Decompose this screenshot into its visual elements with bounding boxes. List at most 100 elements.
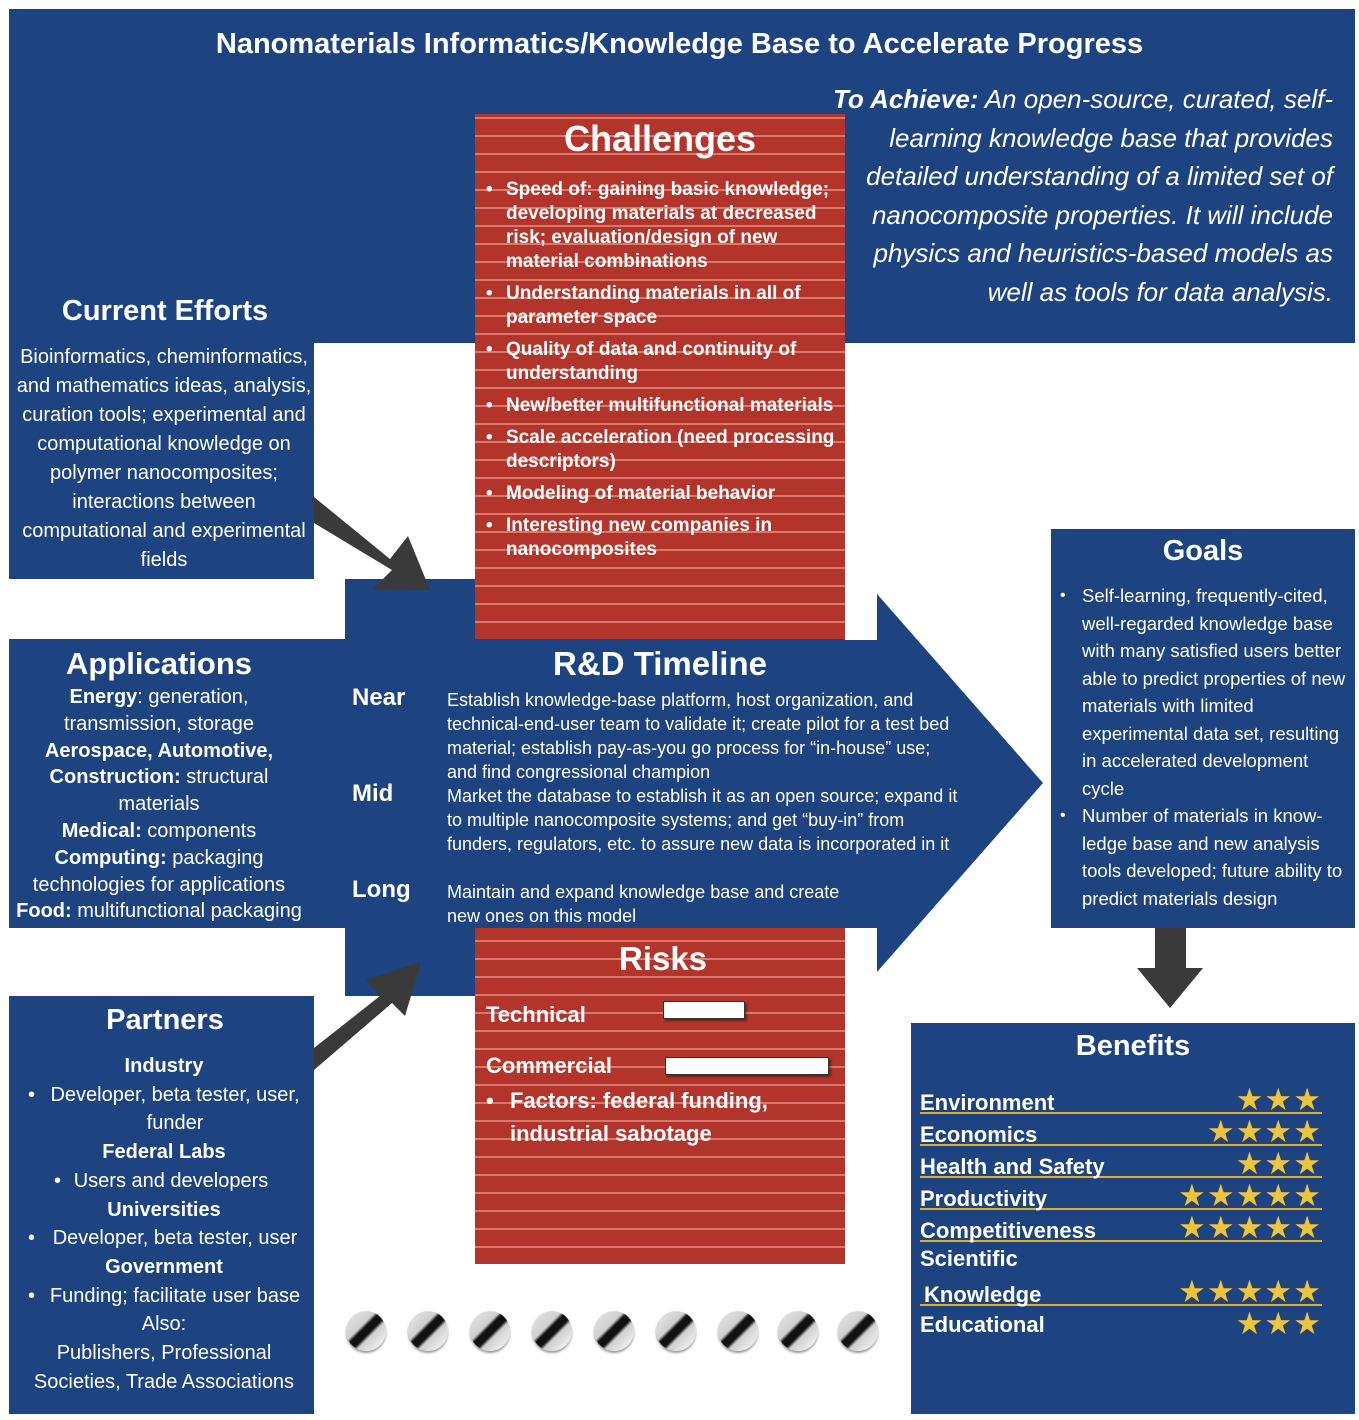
benefit-stars: ★★★★★	[1178, 1274, 1322, 1309]
to-achieve-lead: To Achieve:	[833, 84, 979, 114]
partners-list: Industry •Developer, beta tester, user, …	[16, 1052, 312, 1396]
partners-arrow	[314, 962, 421, 1070]
risk-factors-text: Factors: federal funding, industrial sab…	[510, 1088, 768, 1146]
achieve-panel	[845, 9, 1355, 343]
risks-brick-wall	[475, 928, 845, 1264]
decorative-ball-icon	[718, 1311, 758, 1351]
gap-left-upper	[9, 579, 345, 639]
application-item: Food: multifunctional packaging	[16, 900, 302, 923]
application-item: Aerospace, Automotive, Construction: str…	[44, 739, 274, 816]
benefit-stars: ★★★★★	[1178, 1210, 1322, 1245]
challenge-item: New/better multifunctional materials	[478, 394, 840, 418]
benefit-stars: ★★★★★	[1178, 1178, 1322, 1213]
benefit-row: Health and Safety ★★★	[920, 1146, 1322, 1181]
current-efforts-text: Bioinformatics, cheminformatics, and mat…	[16, 346, 312, 571]
challenge-item: Understanding materials in all of parame…	[478, 282, 840, 330]
partner-group-name: Universities	[107, 1198, 221, 1221]
current-efforts-panel	[9, 290, 314, 579]
benefit-label-line1: Scientific	[920, 1246, 1018, 1271]
benefit-label: Competitiveness	[920, 1218, 1097, 1243]
timeline-text-near: Establish knowledge-base platform, host …	[447, 690, 950, 782]
goals-list: Self-learning, frequently-cited, well-re…	[1060, 582, 1348, 912]
benefit-label: Productivity	[920, 1186, 1048, 1211]
benefit-label: Environment	[920, 1090, 1055, 1115]
poster-title: Nanomaterials Informatics/Knowledge Base…	[215, 28, 1144, 60]
risk-commercial-bar	[665, 1057, 829, 1075]
challenge-item: Speed of: gaining basic knowledge; devel…	[478, 178, 840, 274]
benefit-row: Economics ★★★★	[920, 1114, 1322, 1149]
applications-list: Energy: generation, transmission, storag…	[12, 684, 306, 925]
risk-commercial-track	[665, 1057, 829, 1075]
current-efforts-arrow	[314, 497, 430, 590]
bullet: •	[486, 1088, 494, 1113]
challenge-item: Interesting new companies in nanocomposi…	[478, 514, 840, 562]
partners-also-text: Publishers, Professional Societies, Trad…	[33, 1342, 295, 1393]
goals-heading: Goals	[1162, 535, 1244, 567]
benefit-row: Productivity ★★★★★	[920, 1178, 1322, 1213]
goals-to-benefits-arrow	[1137, 928, 1203, 1008]
challenges-heading: Challenges	[563, 118, 757, 159]
challenges-list: Speed of: gaining basic knowledge; devel…	[478, 178, 840, 570]
decorative-ball-icon	[838, 1311, 878, 1351]
gap-center-left	[314, 343, 475, 579]
application-item: Medical: components	[61, 819, 257, 842]
benefit-stars: ★★★	[1235, 1082, 1322, 1117]
risk-commercial-label: Commercial	[486, 1053, 612, 1078]
timeline-text-mid: Market the database to establish it as a…	[447, 786, 958, 854]
gap-left-lower	[9, 928, 345, 996]
risk-technical-label: Technical	[486, 1002, 586, 1027]
to-achieve-text: An open-source, curated, self-learning k…	[866, 84, 1333, 307]
partner-group-item: •Developer, beta tester, user, funder	[28, 1083, 300, 1135]
gap-right-top	[845, 343, 1359, 529]
decorative-ball-icon	[778, 1311, 818, 1351]
goal-item: Number of materials in know-ledge base a…	[1060, 802, 1348, 912]
benefit-row: Environment ★★★	[920, 1082, 1322, 1117]
benefit-row: Knowledge ★★★★★	[920, 1274, 1322, 1309]
benefit-stars: ★★★★	[1206, 1114, 1322, 1149]
timeline-heading: R&D Timeline	[553, 645, 767, 682]
applications-panel	[9, 639, 314, 928]
benefit-stars: ★★★	[1235, 1146, 1322, 1181]
application-item: Computing: packaging technologies for ap…	[32, 846, 286, 896]
partner-group-item: •Users and developers	[54, 1169, 269, 1192]
decorative-ball-icon	[532, 1311, 572, 1351]
to-achieve-statement: To Achieve: An open-source, curated, sel…	[833, 80, 1333, 311]
decorative-ball-icon	[470, 1311, 510, 1351]
partner-group-item: •Developer, beta tester, user	[28, 1227, 298, 1250]
decorative-ball-icon	[656, 1311, 696, 1351]
benefit-label: Educational	[920, 1312, 1045, 1337]
decorative-ball-icon	[594, 1311, 634, 1351]
risks-heading: Risks	[618, 940, 708, 977]
benefits-panel	[911, 1023, 1355, 1414]
partner-group-name: Government	[105, 1255, 223, 1278]
partners-heading: Partners	[106, 1004, 224, 1036]
bottom-edge	[0, 1414, 1359, 1420]
risk-factors: • Factors: federal funding, industrial s…	[486, 1084, 830, 1150]
benefit-label: Knowledge	[924, 1282, 1042, 1307]
partner-group-name: Federal Labs	[102, 1141, 226, 1164]
challenge-item: Quality of data and continuity of unders…	[478, 338, 840, 386]
current-efforts-heading: Current Efforts	[61, 295, 269, 327]
timeline-label-long: Long	[352, 876, 411, 903]
partners-also-label: Also:	[141, 1313, 187, 1336]
benefit-label: Economics	[920, 1122, 1038, 1147]
gap-center-left-bottom	[314, 996, 475, 1420]
partners-panel	[9, 996, 314, 1414]
risk-technical-track	[663, 1001, 827, 1019]
gap-right-lower	[1051, 928, 1359, 1023]
challenge-item: Modeling of material behavior	[478, 482, 840, 506]
partner-group-item: •Funding; facilitate user base	[28, 1284, 301, 1307]
applications-heading: Applications	[65, 646, 252, 681]
timeline-label-mid: Mid	[352, 780, 394, 807]
timeline-arrow	[345, 594, 1043, 972]
timeline-text-long: Maintain and expand knowledge base and c…	[447, 882, 840, 926]
benefit-row: ★★★	[920, 1306, 1322, 1340]
application-item: Energy: generation, transmission, storag…	[63, 686, 255, 735]
gap-right-bottom	[845, 1023, 911, 1420]
benefit-stars: ★★★	[1235, 1306, 1322, 1341]
challenge-item: Scale acceleration (need processing desc…	[478, 426, 840, 474]
risk-technical-bar	[663, 1001, 745, 1019]
goal-item: Self-learning, frequently-cited, well-re…	[1060, 582, 1348, 802]
partner-group-name: Industry	[124, 1055, 204, 1077]
